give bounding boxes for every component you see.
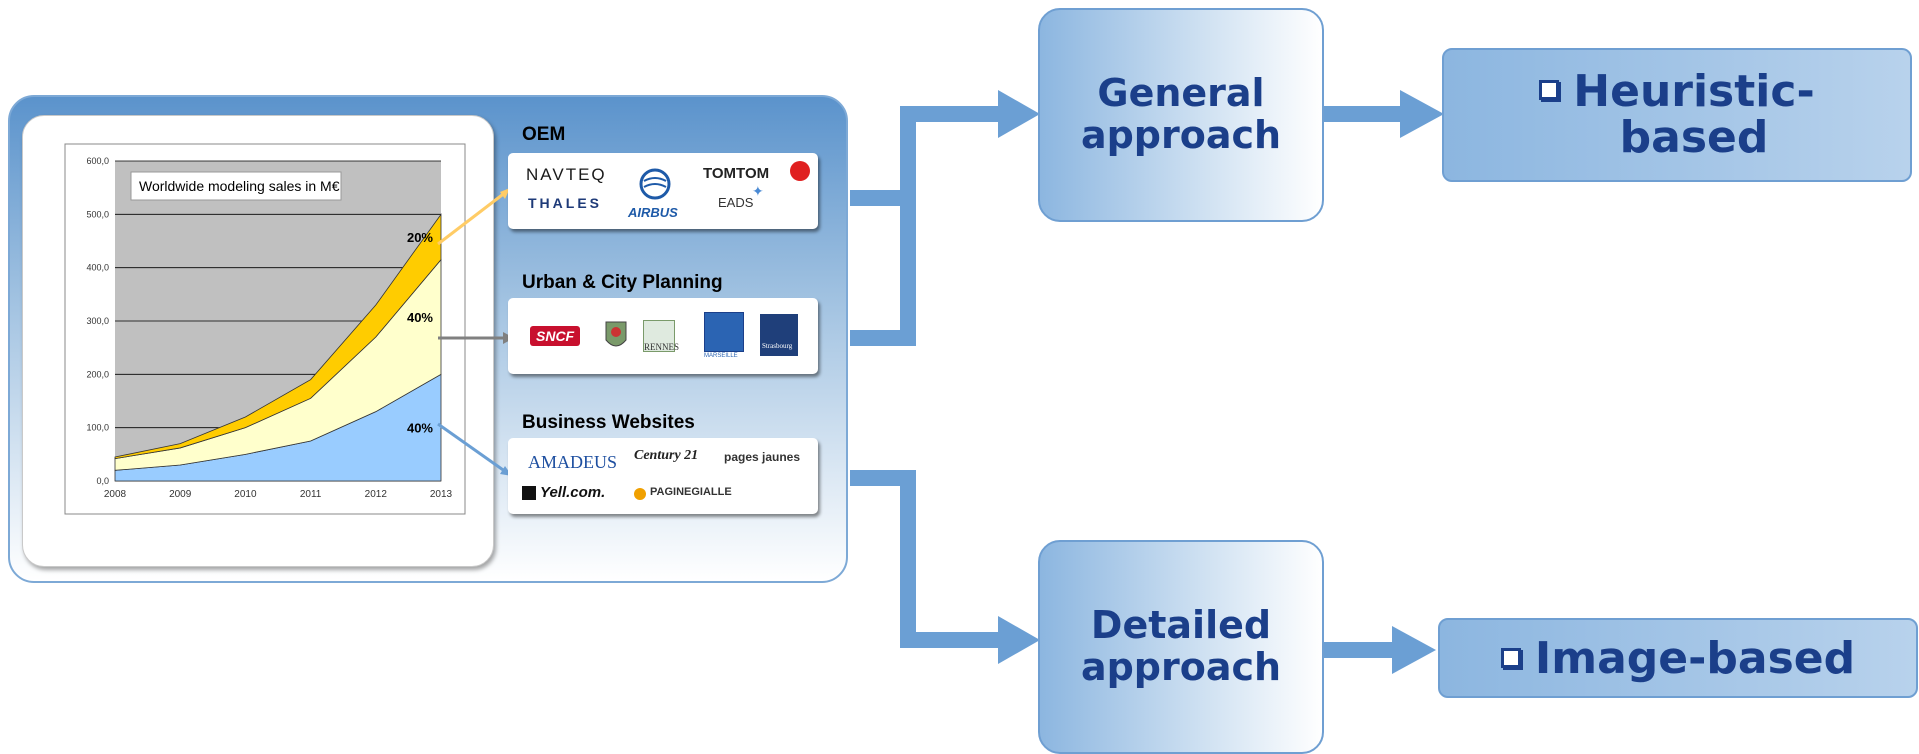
connector-business: [850, 470, 1000, 648]
checkbox-icon: [1500, 648, 1521, 668]
arrowhead-to-general: [998, 90, 1040, 138]
pointer-arrow-oem: [437, 190, 507, 246]
arrowhead-to-image: [1392, 626, 1436, 674]
eads-star-icon: ✦: [752, 183, 764, 199]
logo-navteq: NAVTEQ: [526, 165, 607, 184]
chart-title-box: [130, 171, 342, 201]
section-title-business: Business Websites: [522, 412, 695, 433]
yell-icon: [522, 486, 536, 500]
pointer-arrow-business: [437, 422, 507, 474]
y-tick-label: 100,0: [86, 423, 109, 433]
y-tick-label: 600,0: [86, 156, 109, 166]
logo-marseille: MARSEILLE: [704, 353, 738, 359]
heuristic-based-label: Heuristic- based: [1573, 65, 1815, 163]
business-logos-box: AMADEUS Century 21 pages jaunes Yell.com…: [508, 438, 818, 514]
logo-airbus: AIRBUS: [628, 205, 678, 220]
logo-rennes: RENNES: [644, 342, 680, 352]
detailed-approach-label: Detailed approach: [1080, 603, 1282, 689]
logo-yell: Yell.com.: [540, 484, 606, 501]
share-label: 40%: [407, 310, 433, 325]
y-tick-label: 400,0: [86, 263, 109, 273]
section-title-urban: Urban & City Planning: [522, 272, 723, 293]
image-based-label: Image-based: [1534, 632, 1856, 684]
strasbourg-emblem-icon: [760, 314, 798, 356]
x-tick-label: 2010: [234, 489, 257, 500]
checkbox-icon: [1539, 80, 1560, 100]
x-tick-label: 2009: [169, 489, 192, 500]
rennes-emblem-icon: [643, 320, 675, 352]
y-tick-label: 0,0: [96, 476, 109, 486]
logo-sncf: SNCF: [530, 326, 581, 346]
logo-thales: THALES: [528, 195, 602, 211]
tomtom-hand-icon: [790, 161, 810, 181]
logo-century21: Century 21: [634, 448, 699, 463]
detailed-approach-box: Detailed approach: [1038, 540, 1324, 754]
x-tick-label: 2013: [430, 489, 453, 500]
y-tick-label: 300,0: [86, 316, 109, 326]
area-series-3: [114, 213, 442, 460]
y-tick-label: 500,0: [86, 209, 109, 219]
general-approach-box: General approach: [1038, 8, 1324, 222]
oem-logos-box: NAVTEQ THALES AIRBUS TOMTOM EADS ✦: [508, 153, 818, 229]
y-tick-label: 200,0: [86, 369, 109, 379]
arrowhead-to-detailed: [998, 616, 1040, 664]
logo-strasbourg: Strasbourg: [762, 342, 793, 350]
share-label: 20%: [407, 230, 433, 245]
paginegialle-icon: [634, 488, 646, 500]
section-title-oem: OEM: [522, 124, 566, 145]
logo-eads: EADS: [718, 195, 754, 210]
x-tick-label: 2012: [365, 489, 388, 500]
airbus-emblem-icon: [639, 168, 671, 200]
arrowhead-to-heuristic: [1400, 90, 1444, 138]
image-based-box: Image-based: [1438, 618, 1918, 698]
logo-tomtom: TOMTOM: [703, 165, 770, 182]
general-approach-label: General approach: [1080, 71, 1282, 157]
sales-area-chart: 0,0 100,0 200,0 300,0 400,0 500,0 600,0 2008 200…: [64, 143, 466, 515]
logo-pagesjaunes: pages jaunes: [724, 450, 801, 464]
urban-logos-box: SNCF RENNES MARSEILLE Strasbourg: [508, 298, 818, 374]
chart-card: 0,0 100,0 200,0 300,0 400,0 500,0 600,0 2008 200…: [22, 115, 494, 567]
x-tick-label: 2008: [104, 489, 127, 500]
x-tick-label: 2011: [300, 489, 322, 500]
city-crest-icon: [605, 321, 627, 347]
chart-title: Worldwide modeling sales in M€: [139, 178, 340, 194]
heuristic-based-box: Heuristic- based: [1442, 48, 1912, 182]
share-label: 40%: [407, 421, 433, 436]
logo-amadeus: AMADEUS: [528, 452, 618, 472]
marseille-emblem-icon: [704, 312, 744, 352]
logo-paginegialle: PAGINEGIALLE: [650, 486, 732, 498]
